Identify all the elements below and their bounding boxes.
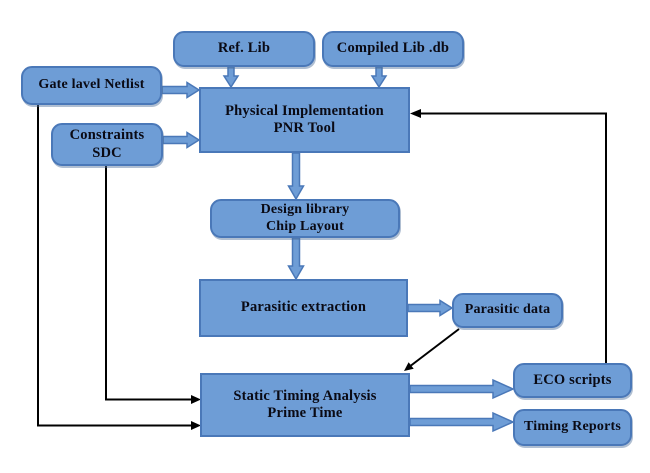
node-gate-netlist-label: Gate lavel Netlist (38, 77, 145, 93)
arrow-parasitic-to-data (407, 299, 454, 317)
arrow-compiledlib-to-pnr (370, 66, 388, 89)
node-timing-reports-label: Timing Reports (523, 419, 622, 435)
line-sdc-to-sta (105, 166, 191, 401)
arrowhead-sdc-to-sta (191, 395, 201, 404)
node-pnr-tool-line2: PNR Tool (273, 120, 336, 136)
node-sta-line2: Prime Time (267, 405, 343, 421)
node-gate-netlist: Gate lavel Netlist (21, 66, 162, 105)
node-design-library-line2: Chip Layout (265, 218, 345, 234)
node-sta-line1: Static Timing Analysis (233, 387, 377, 404)
node-constraints-sdc-line2: SDC (92, 144, 122, 161)
node-design-library: Design library Chip Layout (210, 199, 400, 238)
node-ref-lib-label: Ref. Lib (217, 40, 271, 57)
arrow-netlist-to-pnr (161, 81, 201, 99)
line-parasiticdata-to-sta (410, 328, 460, 367)
arrow-sta-to-timingreports (409, 411, 515, 433)
arrow-pnr-to-designlib (287, 152, 305, 201)
node-pnr-tool: Physical Implementation PNR Tool (199, 87, 410, 153)
node-ref-lib: Ref. Lib (173, 31, 315, 67)
arrowhead-parasiticdata-to-sta (404, 362, 414, 371)
node-constraints-sdc: Constraints SDC (51, 123, 163, 166)
node-compiled-lib: Compiled Lib .db (322, 31, 464, 67)
node-timing-reports: Timing Reports (513, 409, 632, 446)
arrow-sta-to-eco (409, 378, 515, 400)
node-parasitic-extraction: Parasitic extraction (199, 279, 408, 337)
arrowhead-netlist-to-sta (191, 421, 201, 430)
node-eco-scripts: ECO scripts (513, 363, 632, 398)
node-pnr-tool-line1: Physical Implementation (225, 102, 384, 119)
node-constraints-sdc-line1: Constraints (69, 127, 145, 144)
arrow-designlib-to-parasitic (287, 237, 305, 281)
node-compiled-lib-label: Compiled Lib .db (336, 40, 450, 57)
arrow-reflib-to-pnr (222, 66, 240, 89)
line-netlist-to-sta (37, 105, 191, 427)
node-sta: Static Timing Analysis Prime Time (200, 373, 410, 437)
node-parasitic-data-label: Parasitic data (464, 302, 551, 318)
node-parasitic-data: Parasitic data (452, 293, 563, 328)
node-design-library-line1: Design library (260, 201, 350, 217)
node-eco-scripts-label: ECO scripts (533, 371, 612, 388)
arrowhead-eco-feedback-to-pnr (410, 109, 421, 118)
arrow-sdc-to-pnr (162, 131, 201, 149)
line-eco-feedback-to-pnr (420, 112, 607, 363)
node-parasitic-extraction-label: Parasitic extraction (240, 299, 367, 316)
